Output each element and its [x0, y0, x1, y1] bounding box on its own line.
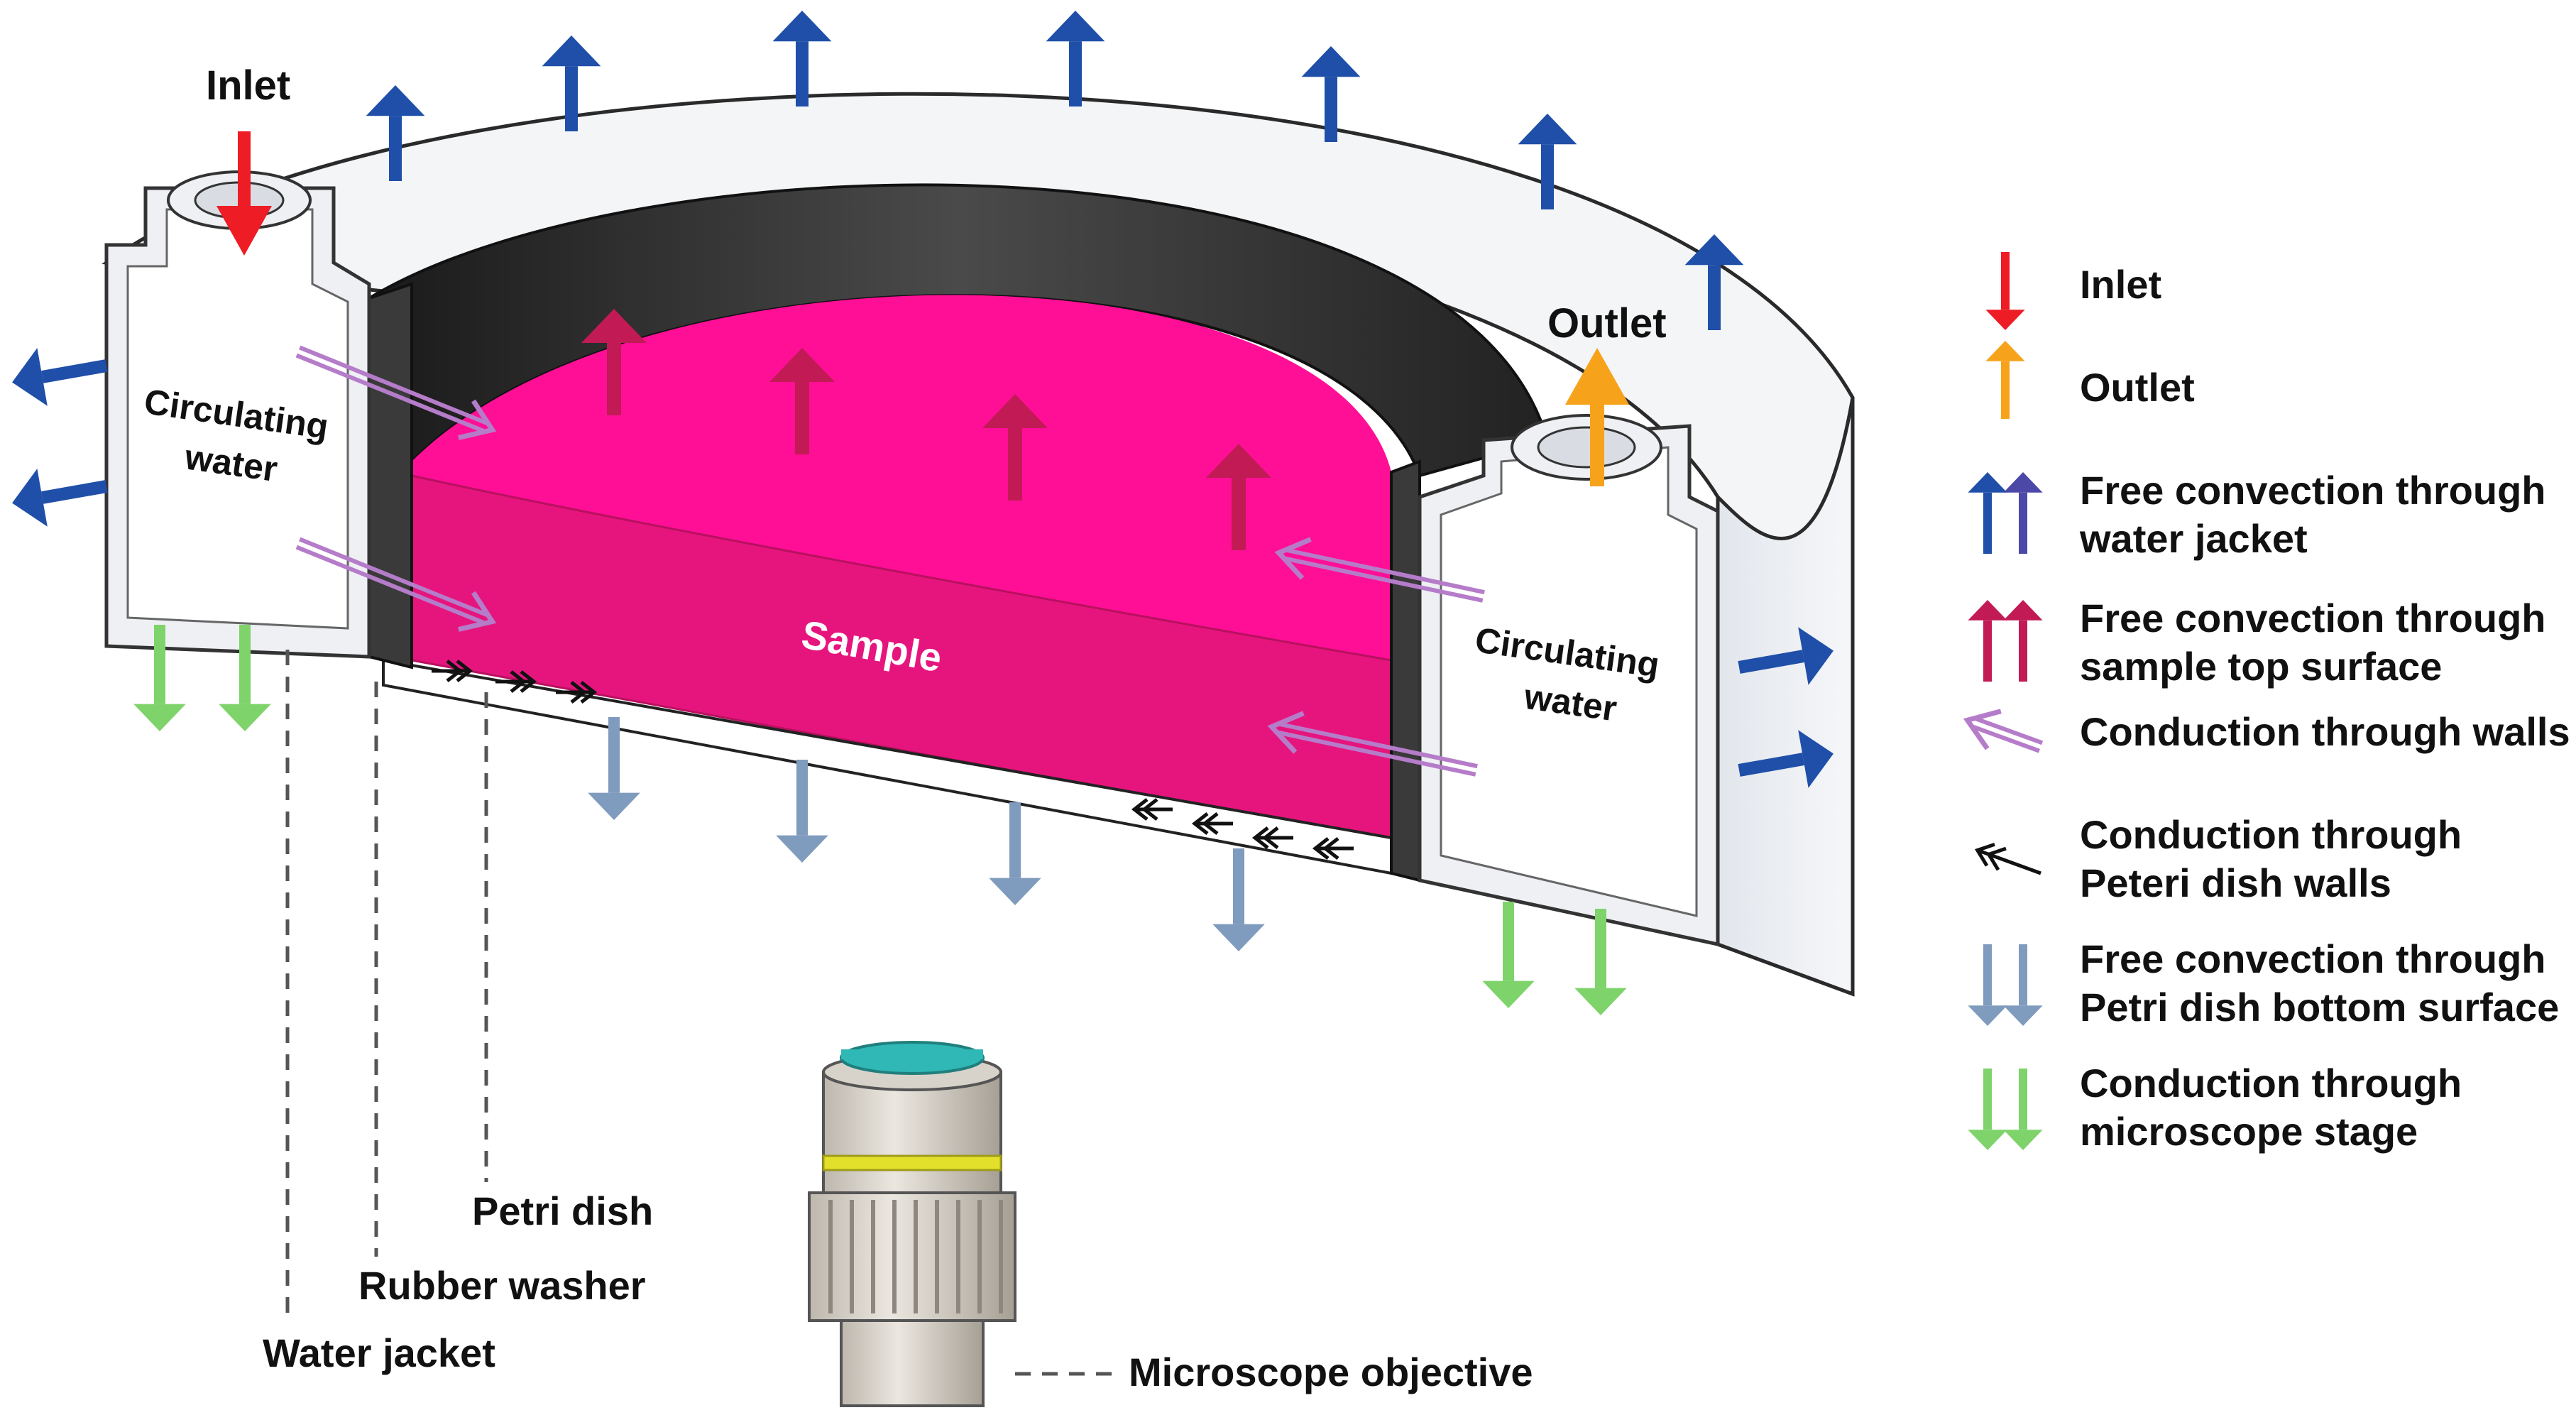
legend-label-line2: water jacket [2079, 516, 2308, 561]
legend-label-line1: Free convection through [2080, 596, 2546, 640]
black-right-chevron [432, 660, 473, 682]
legend-arrow [2003, 1069, 2043, 1150]
legend-label-line1: Conduction through [2080, 1061, 2462, 1105]
legend-arrow [1968, 1069, 2007, 1150]
green-down-arrow [1482, 902, 1535, 1008]
gray-down-arrow [989, 802, 1041, 905]
jacket-convection-arrows [12, 11, 1834, 788]
crimson-up-arrow [769, 348, 835, 454]
wall-conduction-arrows [295, 345, 1485, 777]
green-down-arrow [1574, 909, 1627, 1015]
blue-double-up-arrow-icon [1968, 472, 2043, 554]
crimson-up-arrow [1206, 444, 1271, 550]
outlet-arrow [1565, 348, 1629, 486]
red-down-arrow-icon [1985, 252, 2025, 330]
blue-up-arrow [1684, 234, 1744, 330]
legend-label-line2: microscope stage [2080, 1109, 2418, 1154]
blue-right-arrow [1738, 627, 1834, 685]
sample-top-surface [412, 295, 1391, 660]
gray-down-arrow [588, 717, 640, 820]
microscope-objective [808, 1041, 1016, 1407]
legend-label-line2: sample top surface [2080, 644, 2442, 689]
petri-wall-conduction-arrows [432, 660, 1354, 860]
legend-label-line2: Petri dish bottom surface [2080, 985, 2559, 1029]
blue-left-arrow [12, 348, 108, 406]
legend-arrow [2003, 472, 2043, 554]
sample-convection-arrows [581, 309, 1271, 550]
green-double-down-arrow-icon [1968, 1069, 2043, 1150]
orange-up-arrow-icon [1985, 341, 2025, 419]
water-jacket-label: Water jacket [263, 1331, 495, 1375]
legend-arrow [2003, 944, 2043, 1026]
left-rubber-washer [368, 282, 413, 670]
legend-item: Outlet [1985, 341, 2195, 419]
blue-right-arrow [1738, 730, 1834, 788]
black-left-chevron [1312, 837, 1354, 860]
black-hollow-arrow-icon [1974, 842, 2041, 875]
crimson-double-up-arrow-icon [1968, 600, 2043, 682]
gray-down-arrow [776, 760, 828, 863]
right-rubber-washer [1390, 459, 1421, 883]
blue-left-arrow [12, 469, 108, 527]
legend-arrow [1968, 472, 2007, 554]
leader-lines [285, 650, 1118, 1376]
legend-item: Conduction through walls [1963, 709, 2570, 754]
green-down-arrow [133, 625, 186, 731]
rubber-washer-label: Rubber washer [358, 1263, 646, 1308]
legend-label-line1: Free convection through [2080, 936, 2546, 981]
black-left-chevron [1191, 812, 1233, 835]
outlet-label: Outlet [1547, 300, 1667, 346]
purple-right-arrow [295, 537, 497, 632]
blue-up-arrow [366, 85, 425, 181]
legend-arrow [1985, 341, 2025, 419]
gray-down-arrow [1212, 848, 1265, 951]
inlet-arrow [217, 131, 272, 256]
gray-double-down-arrow-icon [1968, 944, 2043, 1026]
crimson-up-arrow [982, 394, 1048, 501]
microscope-objective-label: Microscope objective [1129, 1350, 1533, 1394]
crimson-up-arrow [581, 309, 647, 415]
legend-arrow [2003, 600, 2043, 682]
legend-arrow [1985, 252, 2025, 330]
purple-hollow-arrow-icon [1963, 709, 2044, 753]
inlet-label: Inlet [206, 62, 290, 109]
blue-up-arrow [772, 11, 832, 106]
legend-arrow [1968, 600, 2007, 682]
purple-left-arrow [1267, 711, 1478, 777]
legend-label-line2: Peteri dish walls [2080, 861, 2391, 905]
petri-bottom-convection-arrows [588, 717, 1265, 951]
blue-up-arrow [542, 35, 601, 131]
legend-label-line1: Inlet [2080, 262, 2161, 307]
purple-left-arrow [1274, 537, 1485, 603]
black-left-chevron [1131, 798, 1173, 821]
purple-right-arrow [295, 345, 497, 440]
legend-label-line1: Free convection through [2080, 468, 2546, 513]
stage-conduction-arrows [133, 625, 1627, 1015]
legend-item: Inlet [1985, 252, 2161, 330]
legend-label-line1: Outlet [2080, 365, 2195, 410]
legend-label-line1: Conduction through [2080, 812, 2462, 857]
legend-arrow [1963, 709, 2044, 753]
blue-up-arrow [1301, 46, 1361, 142]
blue-up-arrow [1518, 114, 1577, 209]
black-left-chevron [1251, 826, 1293, 849]
black-right-chevron [495, 670, 537, 693]
legend-label-line1: Conduction through walls [2080, 709, 2570, 754]
legend-arrow [1968, 944, 2007, 1026]
petri-dish-label: Petri dish [472, 1189, 653, 1233]
green-down-arrow [219, 625, 271, 731]
right-jacket-section [1418, 414, 1720, 947]
black-right-chevron [556, 681, 598, 704]
blue-up-arrow [1046, 11, 1105, 106]
